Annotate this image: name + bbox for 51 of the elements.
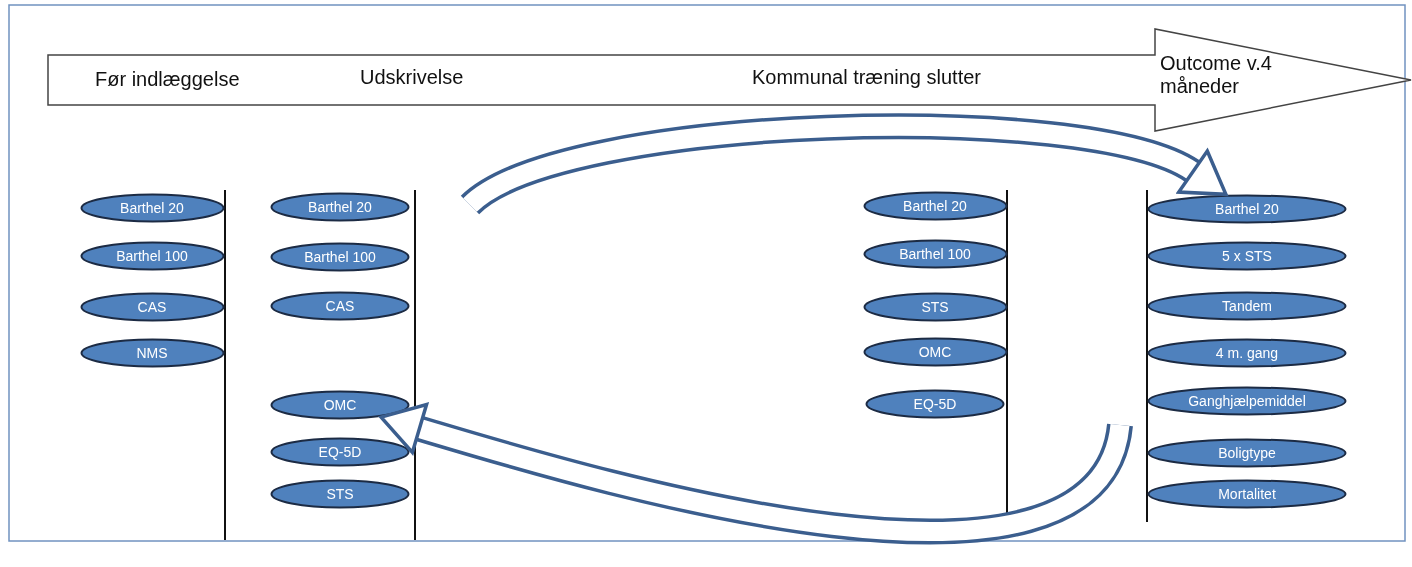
measure-ellipse (1147, 338, 1347, 368)
measure-label: EQ-5D (318, 444, 362, 460)
measure-label: Barthel 20 (120, 200, 184, 216)
measure-ellipse (862, 191, 1008, 221)
phase-label: Kommunal træning slutter (752, 66, 981, 89)
measure-label: OMC (323, 397, 357, 413)
measure-ellipse (1147, 194, 1347, 224)
measure-label: OMC (918, 344, 952, 360)
phase-label: Udskrivelse (360, 66, 464, 89)
measure-ellipse (270, 390, 410, 420)
measure-label: Barthel 100 (899, 246, 971, 262)
measure-label: EQ-5D (913, 396, 957, 412)
measure-ellipse (270, 242, 410, 272)
measure-label: NMS (136, 345, 168, 361)
timeline-arrow (47, 28, 1412, 132)
measure-ellipse (270, 437, 410, 467)
curved-arrow (462, 113, 1231, 216)
measure-label: Mortalitet (1218, 486, 1276, 502)
measure-ellipse (79, 241, 225, 271)
measure-label: STS (326, 486, 354, 502)
measure-label: STS (921, 299, 949, 315)
measure-ellipse (79, 292, 225, 322)
measure-ellipse (79, 193, 225, 223)
measure-label: CAS (137, 299, 167, 315)
measure-ellipse (1147, 241, 1347, 271)
measure-label: Barthel 20 (903, 198, 967, 214)
measure-ellipse (862, 239, 1008, 269)
measure-label: Barthel 20 (308, 199, 372, 215)
measure-label: Barthel 100 (116, 248, 188, 264)
measure-label: 5 x STS (1222, 248, 1272, 264)
measure-ellipse (865, 389, 1005, 419)
measure-ellipse (270, 192, 410, 222)
measure-ellipse (1147, 291, 1347, 321)
measure-ellipse (1147, 438, 1347, 468)
measure-ellipse (1147, 479, 1347, 509)
phase-label: Outcome v.4 måneder (1160, 52, 1273, 98)
measure-label: CAS (325, 298, 355, 314)
measure-label: Barthel 100 (304, 249, 376, 265)
measure-ellipse (862, 337, 1008, 367)
curved-arrow (379, 402, 1133, 544)
measure-ellipse (270, 291, 410, 321)
phase-label: Før indlæggelse (95, 68, 240, 91)
measure-ellipse (862, 292, 1008, 322)
measure-label: Barthel 20 (1215, 201, 1279, 217)
measure-label: Ganghjælpemiddel (1188, 393, 1306, 409)
measure-ellipse (79, 338, 225, 368)
measure-label: Boligtype (1218, 445, 1276, 461)
measure-label: Tandem (1222, 298, 1272, 314)
measure-label: 4 m. gang (1215, 345, 1279, 361)
measure-ellipse (1147, 386, 1347, 416)
measure-ellipse (270, 479, 410, 509)
